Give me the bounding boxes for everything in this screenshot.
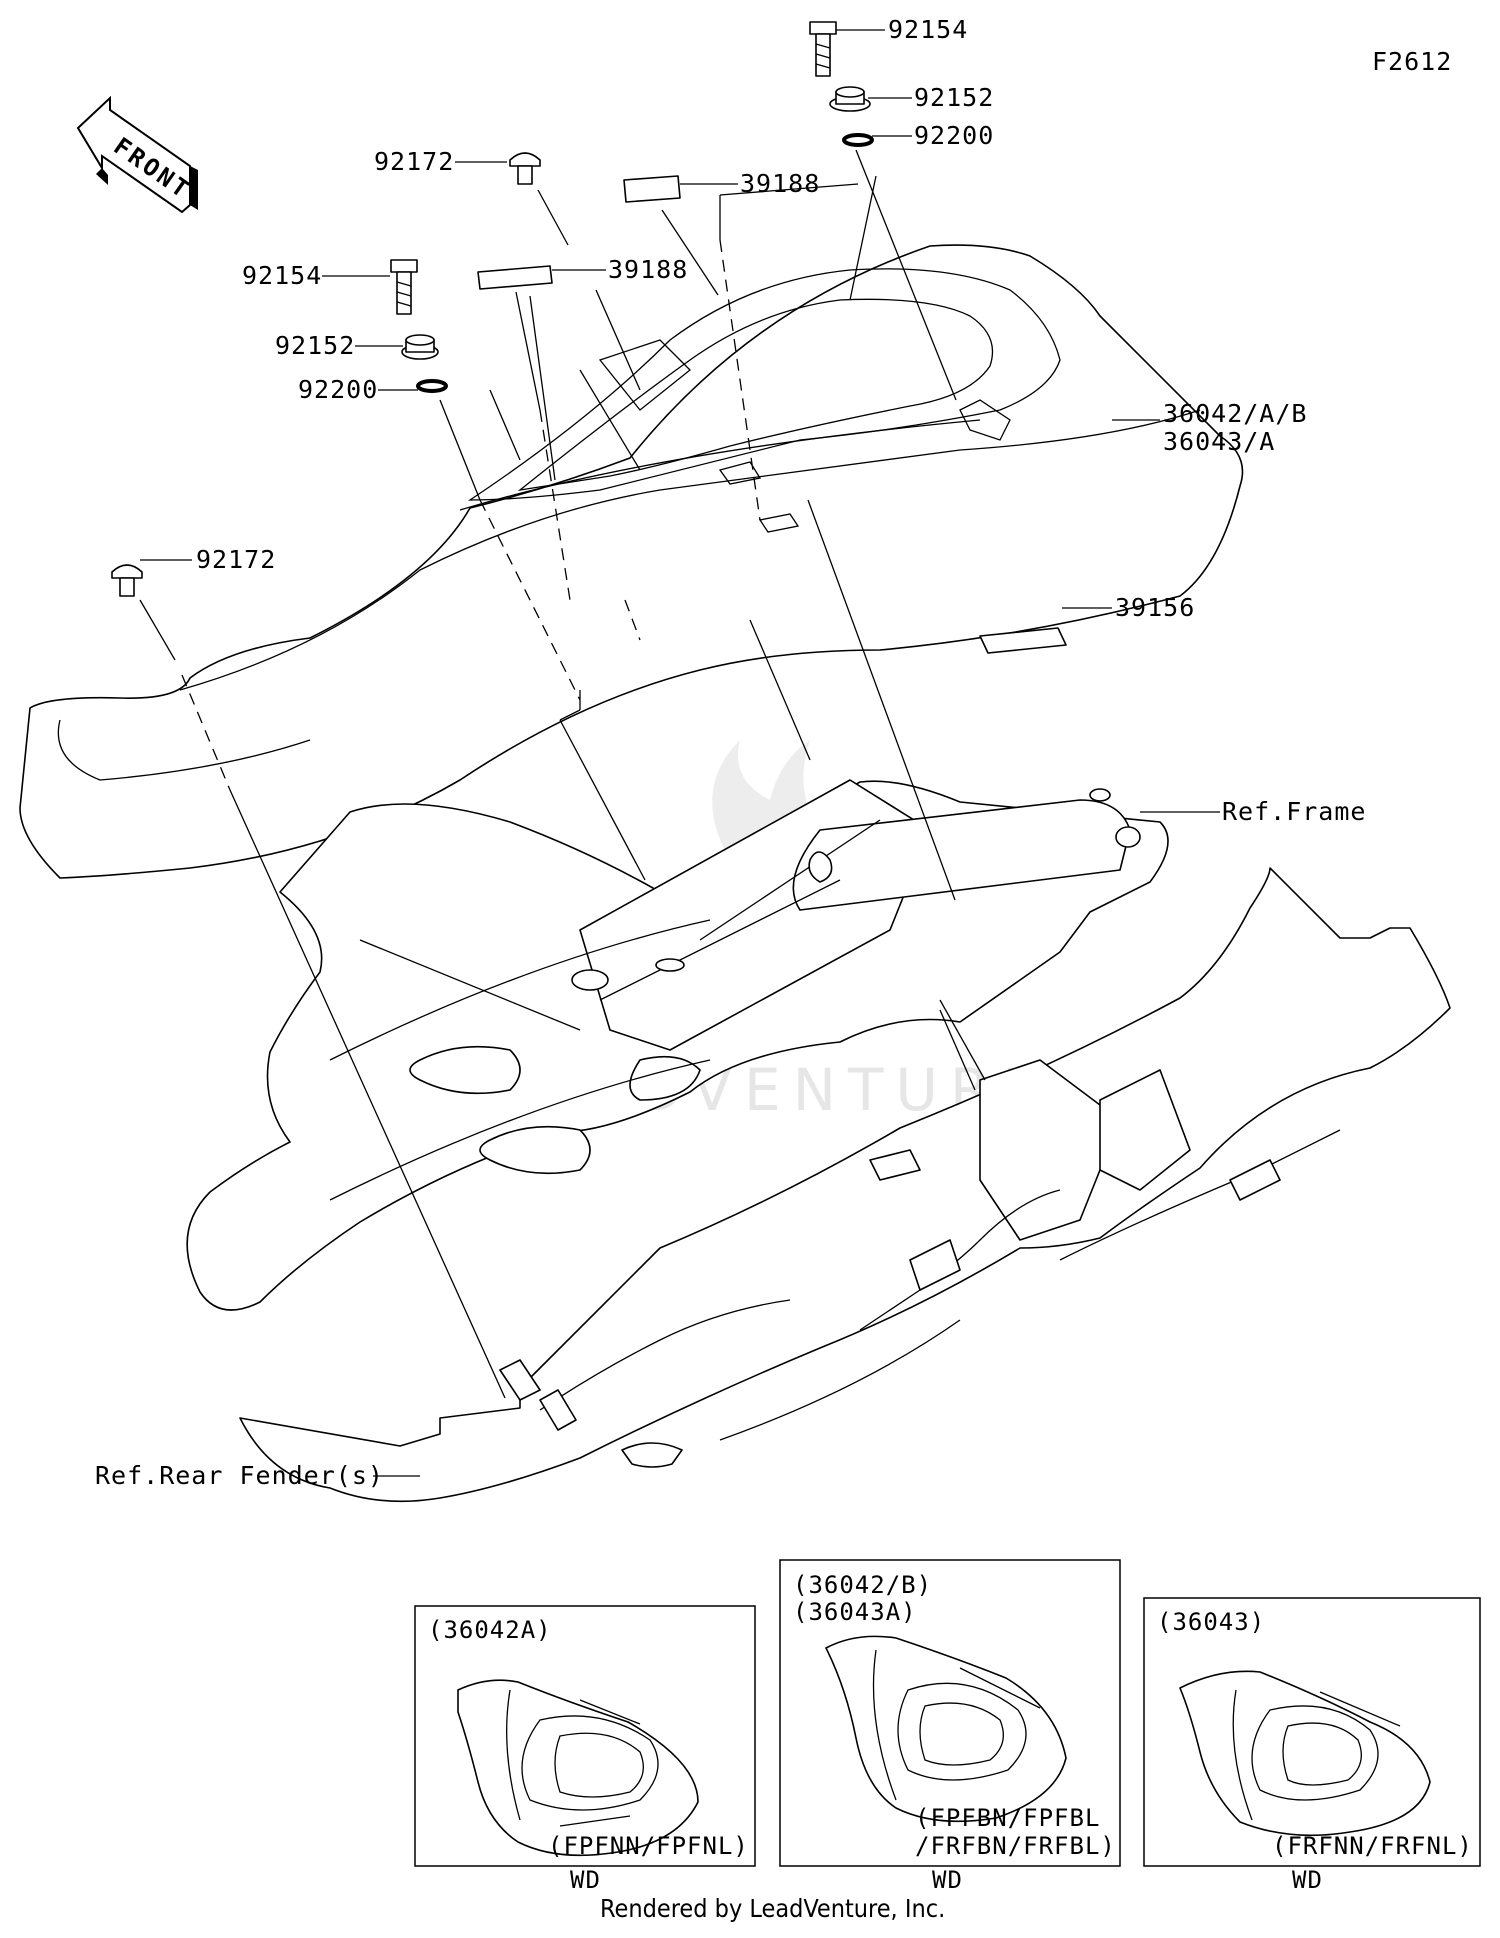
inset-codes: (FPFNN/FPFNL) <box>548 1832 749 1860</box>
inset-footer: WD <box>570 1866 601 1894</box>
oring-top-icon <box>842 133 874 147</box>
inset-title: (36042A) <box>428 1616 552 1644</box>
bolt-left-icon <box>390 259 418 315</box>
frame-reference <box>186 779 1169 1311</box>
callout-39156: 39156 <box>1115 593 1195 622</box>
label-39156-icon <box>979 627 1067 654</box>
washer-left-icon <box>401 334 439 360</box>
label-39188-mid-icon <box>477 265 553 290</box>
bolt-top-icon <box>809 21 837 77</box>
assembly-guide-lines <box>139 149 986 1399</box>
callout-ref-frame: Ref.Frame <box>1222 797 1366 826</box>
callout-92200-left: 92200 <box>298 375 378 404</box>
seat-cover-variant-icon <box>457 1679 699 1857</box>
inset-codes: (FRFNN/FRFNL) <box>1272 1832 1473 1860</box>
inset-36042a: (36042A) (FPFNN/FPFNL) <box>414 1605 756 1867</box>
inset-codes: (FPFBN/FPFBL <box>915 1804 1100 1832</box>
label-39188-upper-icon <box>623 175 681 203</box>
inset-title: (36042/B) <box>793 1571 932 1599</box>
clip-left-icon <box>111 564 143 597</box>
callout-92152-left: 92152 <box>275 331 355 360</box>
figure-code: F2612 <box>1372 47 1452 76</box>
clip-upper-icon <box>509 152 541 185</box>
callout-92200-top: 92200 <box>914 121 994 150</box>
callout-39188-upper: 39188 <box>740 169 820 198</box>
callout-92154-left: 92154 <box>242 261 322 290</box>
inset-36042b: (36042/B) (36043A) (FPFBN/FPFBL /FRFBN/F… <box>779 1559 1121 1867</box>
seat-cover-variant-icon <box>825 1635 1067 1823</box>
callout-36042: 36042/A/B <box>1163 399 1307 428</box>
inset-footer: WD <box>1292 1866 1323 1894</box>
inset-36043: (36043) (FRFNN/FRFNL) <box>1143 1597 1481 1867</box>
front-arrow-icon: FRONT <box>76 95 198 214</box>
callout-39188-mid: 39188 <box>608 255 688 284</box>
rear-fender-reference <box>239 867 1451 1503</box>
callout-36043: 36043/A <box>1163 427 1275 456</box>
oring-left-icon <box>416 379 448 393</box>
callout-92154-top: 92154 <box>888 15 968 44</box>
washer-top-icon <box>829 86 871 112</box>
callout-92152-top: 92152 <box>914 83 994 112</box>
svg-text:(36043A): (36043A) <box>793 1598 917 1626</box>
inset-footer: WD <box>932 1866 963 1894</box>
inset-title: (36043) <box>1157 1608 1265 1636</box>
callout-92172-left: 92172 <box>196 545 276 574</box>
callout-ref-rear-fender: Ref.Rear Fender(s) <box>95 1461 384 1490</box>
credit-text: Rendered by LeadVenture, Inc. <box>600 1894 945 1923</box>
seat-cover-variant-icon <box>1179 1670 1431 1837</box>
inset-codes-2: /FRFBN/FRFBL) <box>915 1832 1116 1860</box>
callout-92172-upper: 92172 <box>374 147 454 176</box>
